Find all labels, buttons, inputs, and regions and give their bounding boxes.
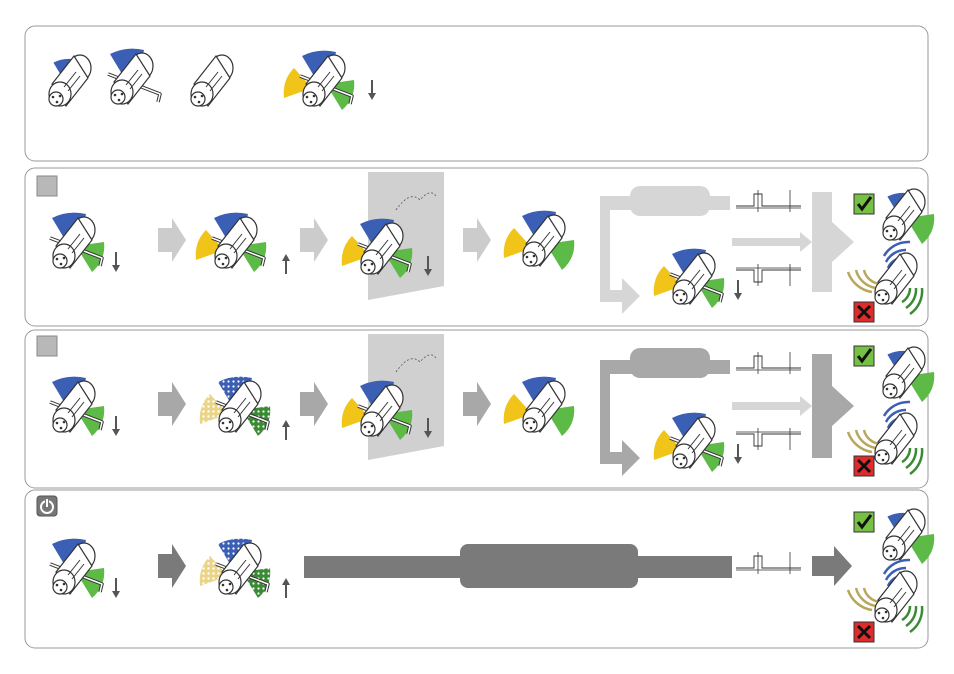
check-icon	[854, 512, 874, 532]
check-icon	[854, 346, 874, 366]
cross-icon	[854, 622, 874, 642]
cross-icon	[854, 302, 874, 322]
method-b-badge	[37, 336, 57, 356]
cross-icon	[854, 456, 874, 476]
power-icon	[37, 496, 57, 516]
method-a-badge	[37, 176, 57, 196]
check-icon	[854, 194, 874, 214]
